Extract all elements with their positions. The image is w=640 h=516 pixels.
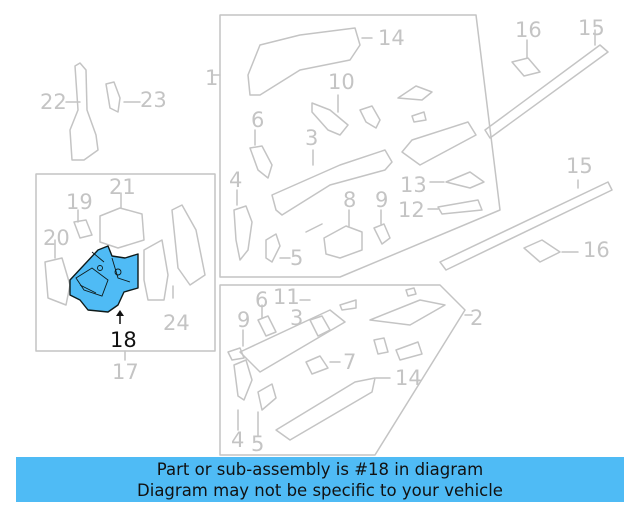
callout-1: 1 [205,66,219,90]
callout-3: 3 [290,306,304,330]
callout-6: 6 [251,108,265,132]
callout-13: 13 [400,173,427,197]
callout-4: 4 [231,428,245,452]
banner-line-disclaimer: Diagram may not be specific to your vehi… [137,480,503,500]
callout-15: 15 [578,16,605,40]
callout-23: 23 [140,88,167,112]
callout-10: 10 [328,70,355,94]
callout-6: 6 [255,288,269,312]
banner-line-part-number: Part or sub-assembly is #18 in diagram [156,459,484,479]
info-banner: Part or sub-assembly is #18 in diagram D… [16,457,624,502]
callout-2: 2 [470,306,484,330]
callout-14: 14 [378,26,405,50]
highlighted-part-18 [69,245,139,324]
callout-9: 9 [237,308,251,332]
callout-24: 24 [163,311,190,335]
callout-12: 12 [398,198,425,222]
callout-8: 8 [343,188,357,212]
callout-5: 5 [290,246,304,270]
callout-17: 17 [112,360,139,384]
callout-18: 18 [110,328,137,352]
callout-4: 4 [229,168,243,192]
callout-9: 9 [375,188,389,212]
callout-20: 20 [43,226,70,250]
callout-15: 15 [566,154,593,178]
callout-5: 5 [251,432,265,456]
callout-7: 7 [343,350,357,374]
callout-21: 21 [109,175,136,199]
callout-14: 14 [395,366,422,390]
callout-16: 16 [515,18,542,42]
callout-3: 3 [305,126,319,150]
group-1-outline [219,14,501,278]
group-2-outline [219,284,466,456]
callout-22: 22 [40,90,67,114]
callout-19: 19 [66,190,93,214]
callout-16: 16 [583,238,610,262]
callout-11: 11 [273,285,300,309]
